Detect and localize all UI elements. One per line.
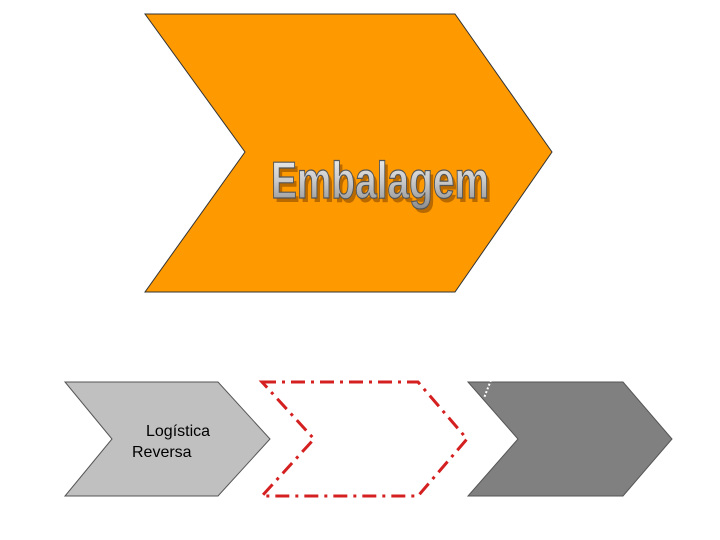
main-chevron-title-shadow: Embalagem (274, 156, 492, 214)
process-step-1-label-line2: Reversa (132, 444, 192, 461)
process-step-3-shape (466, 381, 673, 497)
main-chevron-shape (144, 13, 553, 293)
process-step-1-label-line1: Logística (146, 423, 210, 440)
process-step-dashed (258, 380, 469, 498)
process-step-3-dotted-edge (483, 379, 492, 399)
process-step-2-shape (258, 380, 469, 498)
process-step-1-shape (63, 381, 271, 497)
main-chevron: Embalagem Embalagem (144, 13, 553, 293)
process-step-logistica-reversa: Logística Reversa (63, 381, 271, 497)
process-step-dark (466, 379, 673, 497)
main-chevron-title: Embalagem (271, 152, 489, 210)
